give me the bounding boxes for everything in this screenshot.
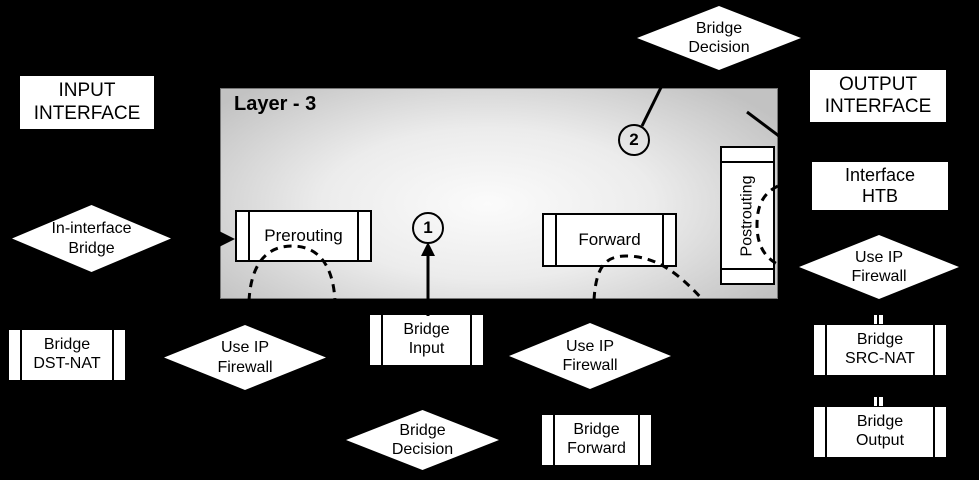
postrouting-chain-box: Postrouting — [720, 146, 775, 285]
bridge-decision-bottom-label: Bridge Decision — [346, 410, 499, 470]
use-ip-firewall-center-diamond: Use IP Firewall — [505, 320, 675, 392]
output-interface-box: OUTPUT INTERFACE — [808, 68, 948, 124]
prerouting-chain-box: Prerouting — [235, 210, 372, 262]
layer3-title: Layer - 3 — [234, 93, 317, 115]
use-ip-firewall-left-label: Use IP Firewall — [164, 325, 326, 390]
layer3-region: Layer - 3 — [220, 88, 778, 299]
interface-htb-box: Interface HTB — [810, 160, 950, 212]
bridge-decision-top-diamond: Bridge Decision — [633, 3, 805, 73]
postrouting-label: Postrouting — [738, 175, 756, 256]
forward-chain-box: Forward — [542, 213, 677, 267]
bridge-src-nat-box: Bridge SRC-NAT — [812, 323, 948, 377]
use-ip-firewall-center-label: Use IP Firewall — [509, 323, 671, 389]
in-interface-bridge-diamond: In-interface Bridge — [8, 202, 175, 275]
bridge-decision-top-label: Bridge Decision — [637, 6, 801, 70]
in-interface-bridge-label: In-interface Bridge — [12, 205, 171, 272]
bridge-decision-bottom-diamond: Bridge Decision — [342, 407, 503, 473]
step-1-marker: 1 — [412, 212, 444, 244]
step-2-marker: 2 — [618, 124, 650, 156]
input-interface-box: INPUT INTERFACE — [18, 74, 156, 131]
use-ip-firewall-left-diamond: Use IP Firewall — [160, 322, 330, 393]
bridge-forward-box: Bridge Forward — [540, 413, 653, 467]
bridge-input-box: Bridge Input — [368, 313, 485, 367]
use-ip-firewall-right-label: Use IP Firewall — [799, 235, 959, 299]
bridge-output-box: Bridge Output — [812, 405, 948, 459]
bridge-dst-nat-box: Bridge DST-NAT — [7, 328, 127, 382]
use-ip-firewall-right-diamond: Use IP Firewall — [795, 232, 963, 302]
